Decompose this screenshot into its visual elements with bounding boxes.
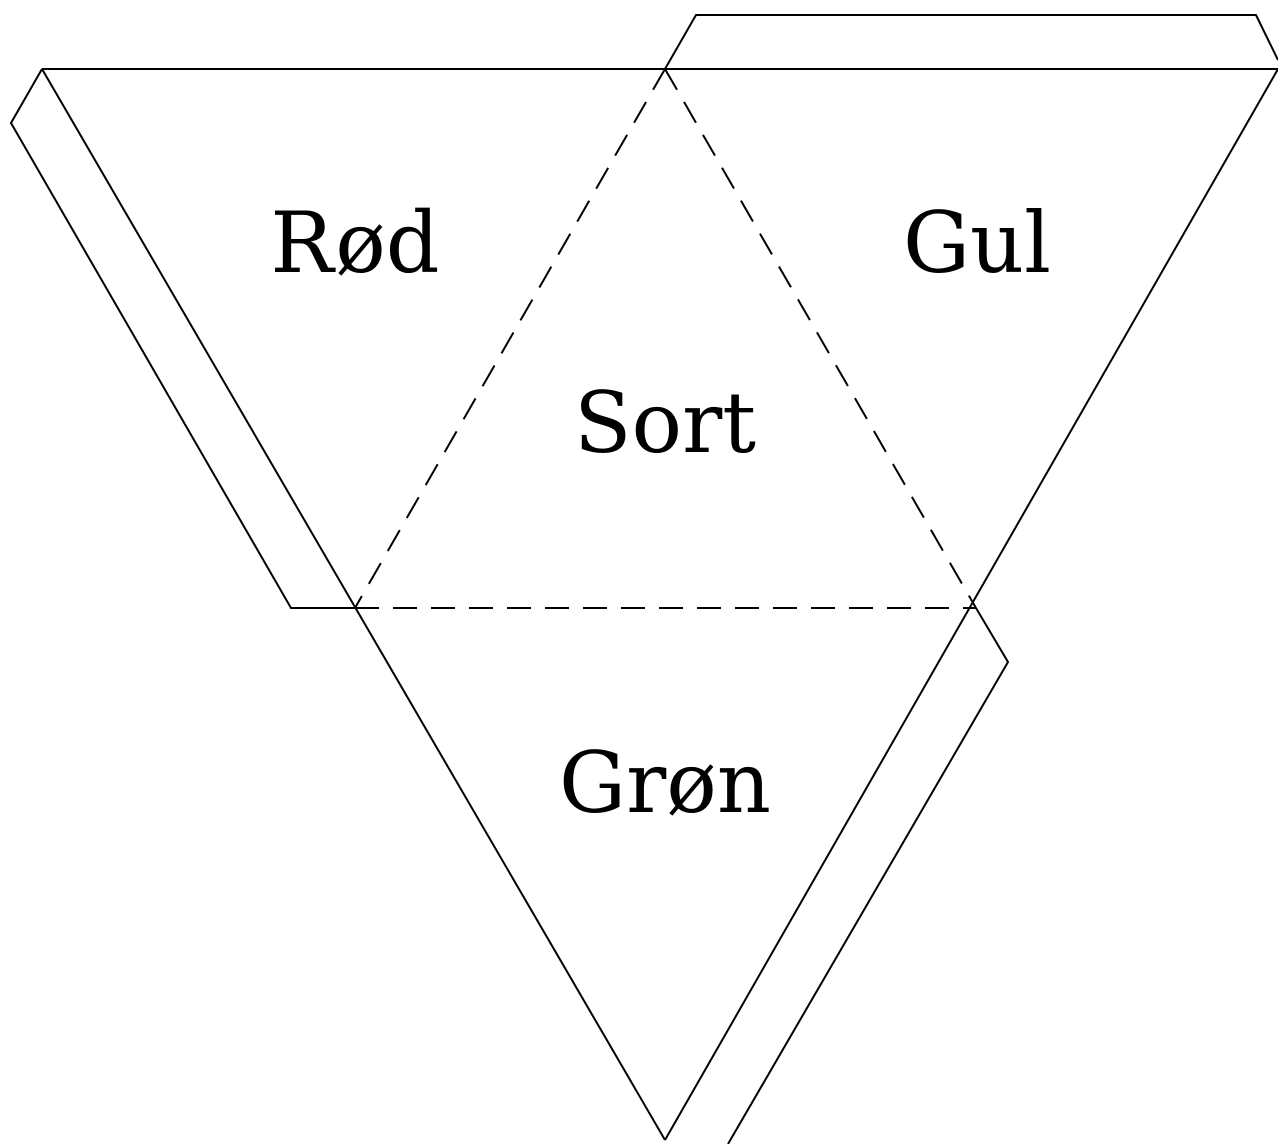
glue-tab-left [9, 68, 355, 609]
fold-line-right [664, 68, 977, 609]
glue-tab-bottom-right [727, 607, 1010, 1144]
face-label-center: Sort [574, 374, 756, 472]
face-label-top-left: Rød [270, 194, 439, 292]
face-label-bottom: Grøn [559, 734, 771, 832]
fold-line-left [354, 68, 666, 609]
face-label-top-right: Gul [903, 194, 1051, 292]
right-outer-edge [664, 68, 1278, 1141]
glue-tab-top [664, 14, 1278, 70]
left-outer-edge [41, 68, 666, 1141]
